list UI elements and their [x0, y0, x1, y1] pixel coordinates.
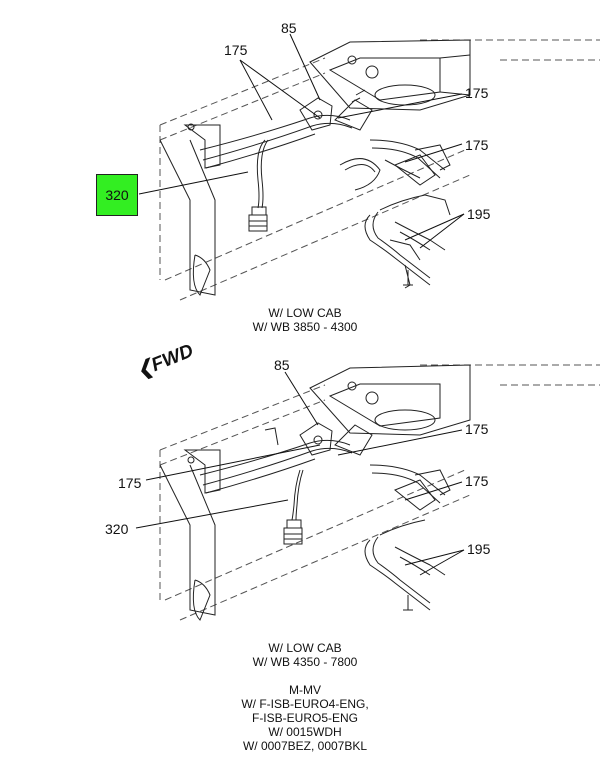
- callout-175-bottom-right: 175: [465, 421, 489, 437]
- callout-85-bottom: 85: [274, 357, 290, 373]
- callout-320-highlighted[interactable]: 320: [96, 174, 138, 216]
- top-view-caption-line2: W/ WB 3850 - 4300: [252, 320, 358, 334]
- callout-195-top: 195: [467, 206, 491, 222]
- bottom-view-caption-line2: W/ WB 4350 - 7800: [252, 655, 358, 669]
- bottom-view-leaders: [136, 372, 464, 575]
- callout-175-top-left: 175: [224, 42, 248, 58]
- top-view-leaders: [139, 34, 464, 248]
- callout-175-bottom-left: 175: [118, 475, 142, 491]
- callout-320-bottom[interactable]: 320: [105, 521, 129, 537]
- callout-320-top-label: 320: [105, 187, 129, 203]
- bottom-view-caption-line1: W/ LOW CAB: [268, 641, 342, 655]
- applicability-line5: W/ 0007BEZ, 0007BKL: [242, 739, 368, 753]
- callout-195-bottom: 195: [467, 541, 491, 557]
- top-view-caption-line1: W/ LOW CAB: [268, 306, 342, 320]
- callout-85-top: 85: [281, 20, 297, 36]
- callout-175-bottom-mid: 175: [465, 473, 489, 489]
- applicability-line1: M-MV: [289, 683, 321, 697]
- callout-175-top-mid: 175: [465, 137, 489, 153]
- applicability-line3: F-ISB-EURO5-ENG: [251, 711, 358, 725]
- callout-175-top-right: 175: [465, 85, 489, 101]
- applicability-line2: W/ F-ISB-EURO4-ENG,: [241, 697, 369, 711]
- top-view-drawing: [160, 40, 600, 300]
- bottom-view-drawing: [160, 365, 600, 620]
- applicability-line4: W/ 0015WDH: [268, 725, 342, 739]
